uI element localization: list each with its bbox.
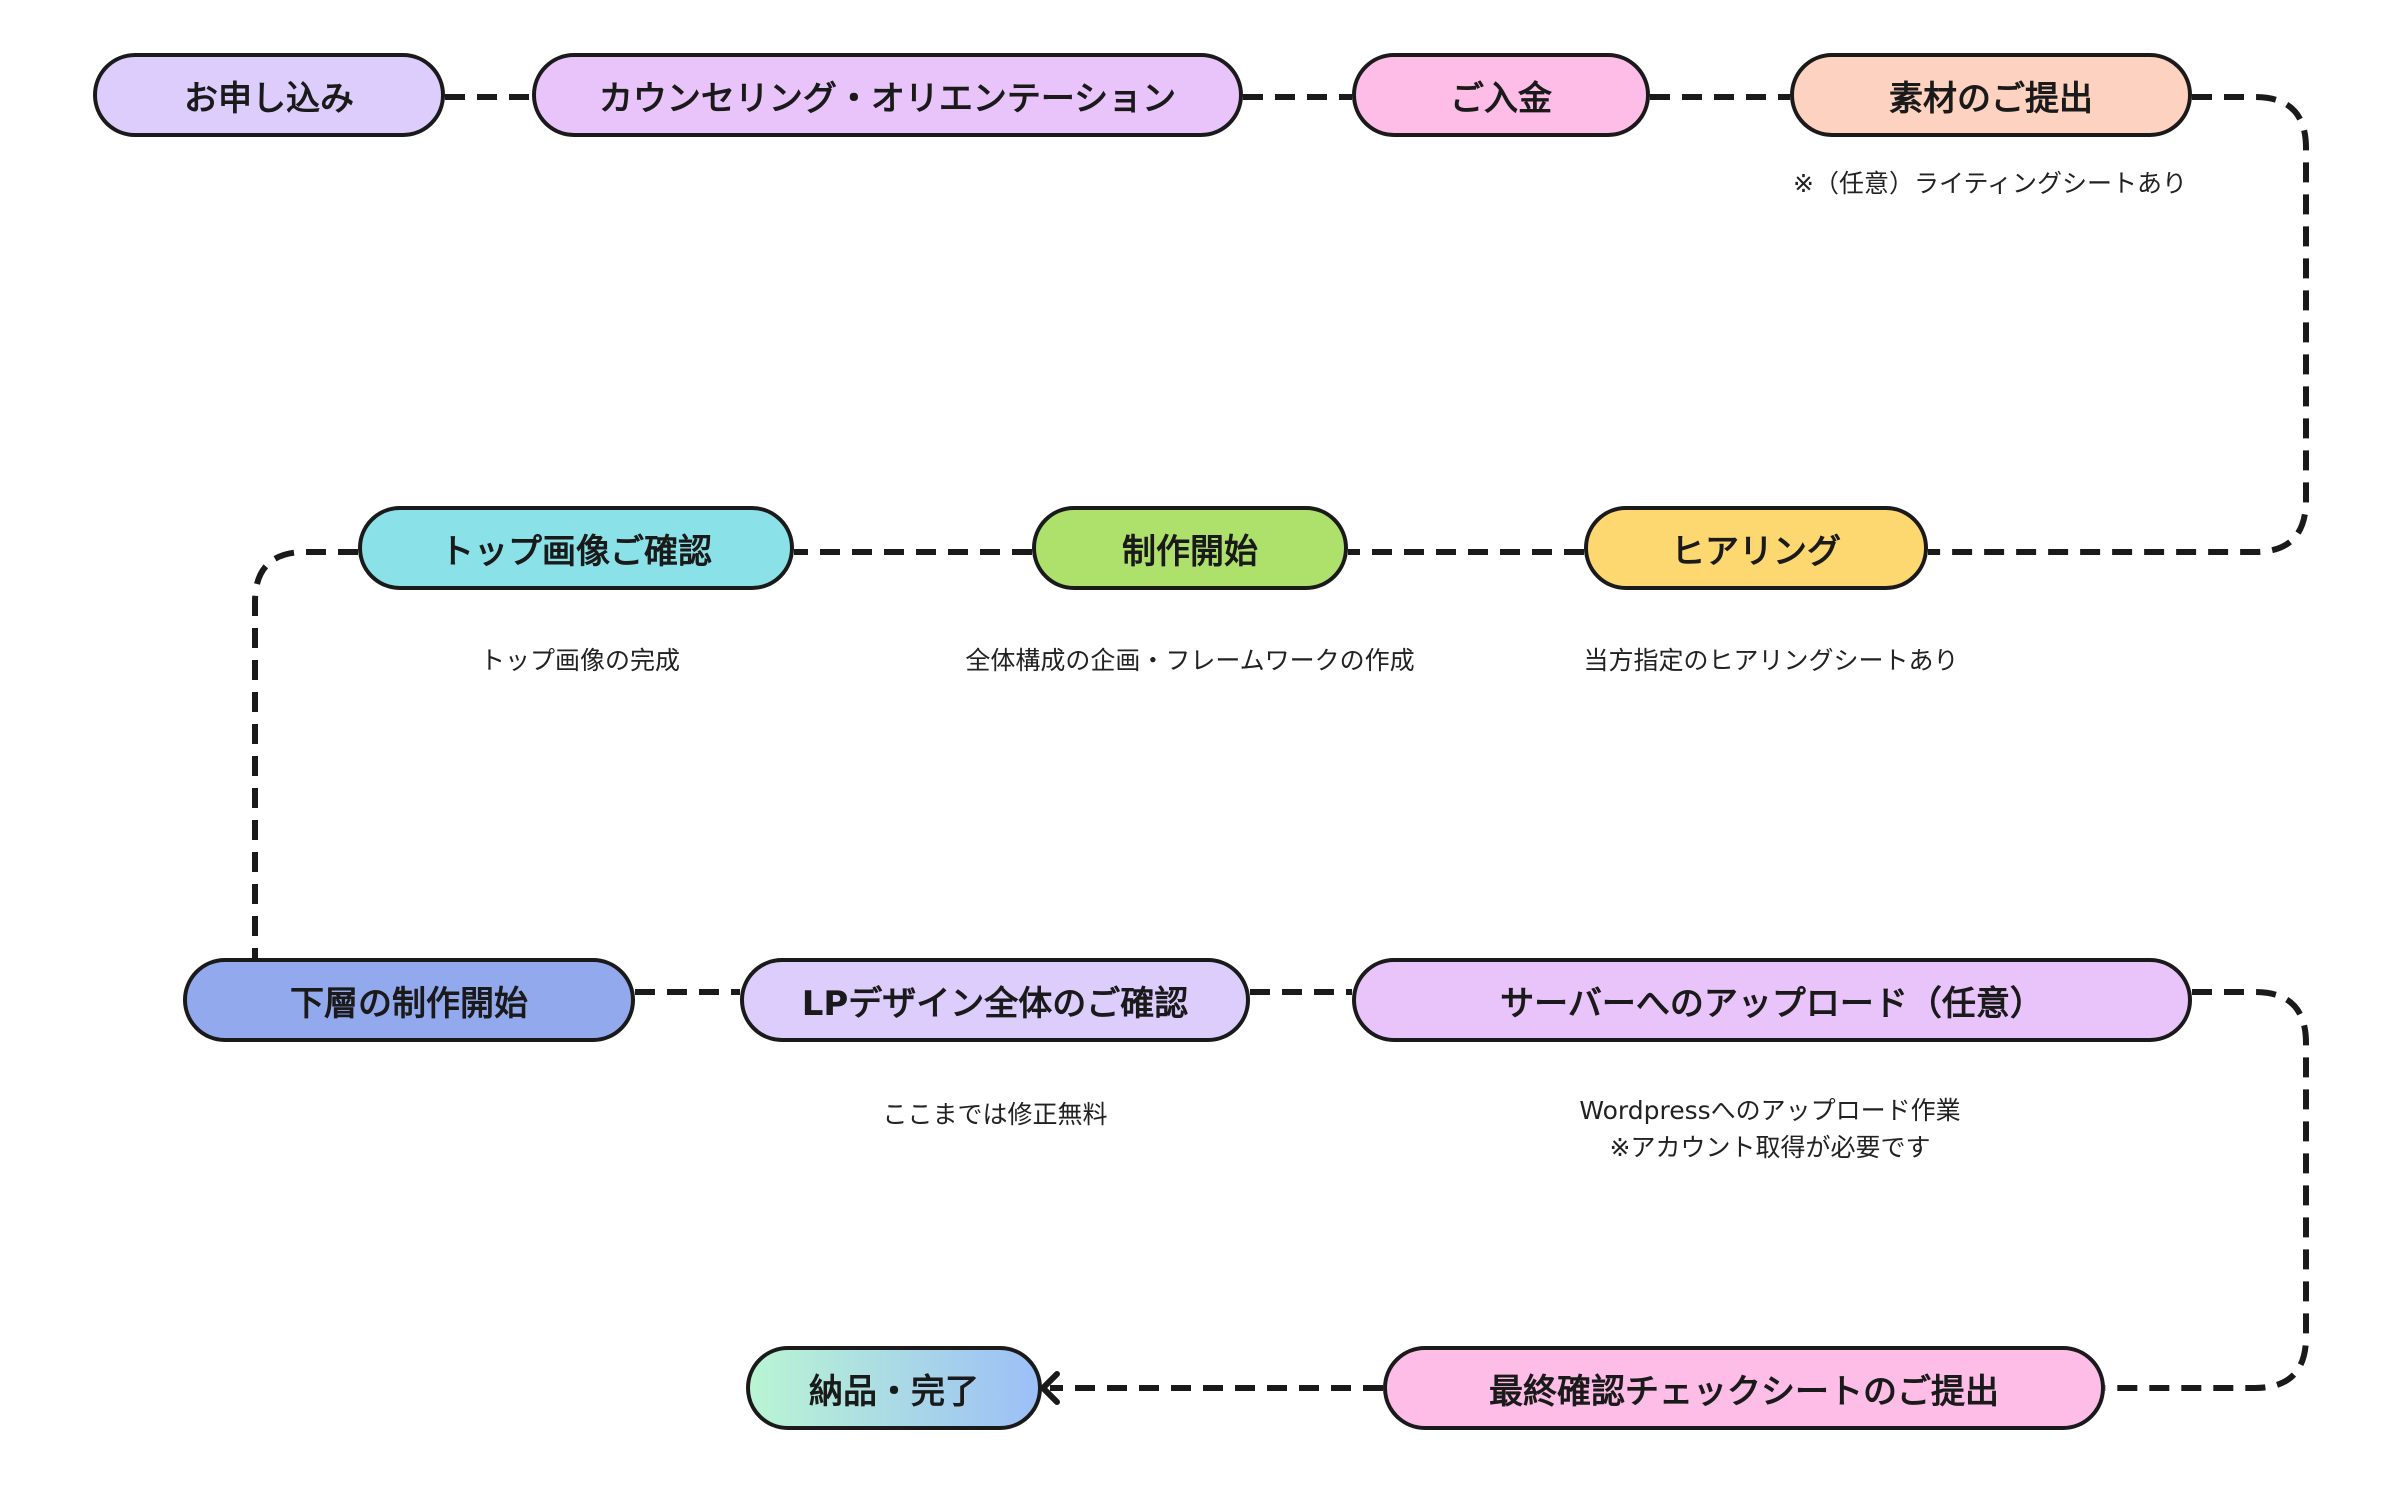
step-label: トップ画像ご確認 xyxy=(440,531,712,572)
step-label: サーバーへのアップロード（任意） xyxy=(1500,983,2044,1024)
step-label: カウンセリング・オリエンテーション xyxy=(598,78,1177,119)
step-final-checksheet: 最終確認チェックシートのご提出 xyxy=(1383,1346,2105,1430)
step-delivery-complete: 納品・完了 xyxy=(746,1346,1042,1430)
step-label: 納品・完了 xyxy=(809,1371,979,1412)
step-label: 下層の制作開始 xyxy=(290,983,528,1024)
step-label: LPデザイン全体のご確認 xyxy=(801,983,1189,1024)
step-material-submission: 素材のご提出 xyxy=(1790,53,2192,137)
step-lp-design-review: LPデザイン全体のご確認 xyxy=(740,958,1250,1042)
step-application: お申し込み xyxy=(93,53,445,137)
step-hearing: ヒアリング xyxy=(1584,506,1928,590)
step-server-upload: サーバーへのアップロード（任意） xyxy=(1352,958,2192,1042)
step-counseling-orientation: カウンセリング・オリエンテーション xyxy=(532,53,1243,137)
note-top-image: トップ画像の完成 xyxy=(479,646,680,675)
arrowhead-icon xyxy=(1040,1371,1060,1405)
note-server-upload: Wordpressへのアップロード作業 ※アカウント取得が必要です xyxy=(1540,1092,2000,1166)
note-material-submission: ※（任意）ライティングシートあり xyxy=(1793,169,2187,198)
step-payment: ご入金 xyxy=(1352,53,1650,137)
step-label: 最終確認チェックシートのご提出 xyxy=(1489,1371,1999,1412)
step-production-start: 制作開始 xyxy=(1032,506,1348,590)
step-label: ヒアリング xyxy=(1671,531,1841,572)
note-hearing: 当方指定のヒアリングシートあり xyxy=(1583,646,1959,675)
step-label: 制作開始 xyxy=(1122,531,1258,572)
connector-10-11 xyxy=(2105,989,2309,1391)
note-server-upload-line2: ※アカウント取得が必要です xyxy=(1609,1133,1931,1162)
note-server-upload-line1: Wordpressへのアップロード作業 xyxy=(1579,1096,1961,1125)
step-label: ご入金 xyxy=(1450,78,1552,119)
note-production-start: 全体構成の企画・フレームワークの作成 xyxy=(965,646,1415,675)
note-lp-review: ここまでは修正無料 xyxy=(882,1100,1108,1129)
step-label: お申し込み xyxy=(184,78,354,119)
step-lower-pages-start: 下層の制作開始 xyxy=(183,958,635,1042)
connector-7-8 xyxy=(252,549,358,958)
step-top-image-review: トップ画像ご確認 xyxy=(358,506,794,590)
step-label: 素材のご提出 xyxy=(1889,78,2093,119)
connector-4-5 xyxy=(1928,94,2309,555)
